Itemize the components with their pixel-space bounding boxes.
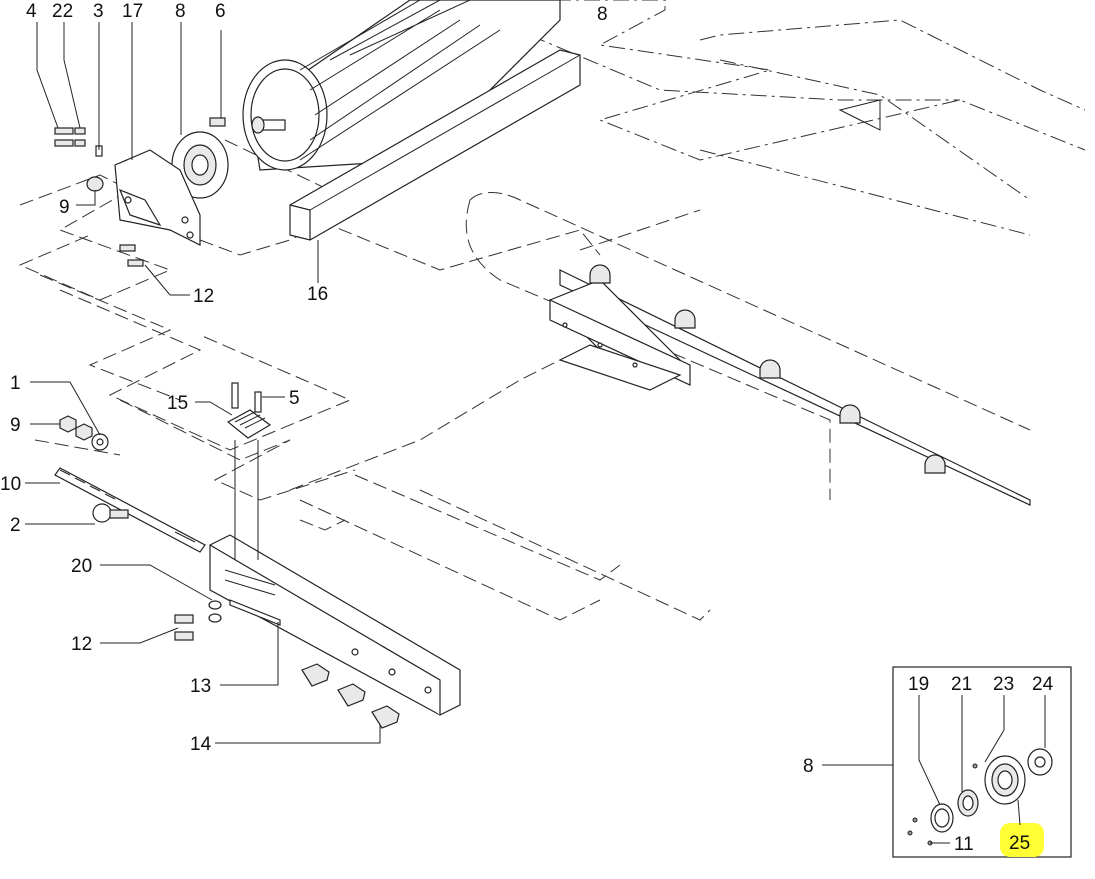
callout-5: 5 bbox=[289, 388, 300, 409]
cross-bar bbox=[289, 49, 581, 241]
bolts-lower bbox=[174, 600, 400, 729]
callout-labels: 4 22 3 17 8 6 8 9 12 16 1 9 10 2 15 5 20… bbox=[0, 1, 1054, 855]
conveyor-drum bbox=[242, 0, 561, 171]
callout-19: 19 bbox=[908, 674, 929, 695]
bearing-detail-inset bbox=[892, 666, 1072, 858]
callout-11: 11 bbox=[954, 834, 974, 855]
bearing-flange bbox=[171, 131, 229, 199]
tension-rod bbox=[54, 467, 206, 553]
callout-13: 13 bbox=[190, 676, 211, 697]
callout-15: 15 bbox=[167, 393, 188, 414]
bolts-top-left bbox=[54, 117, 226, 267]
callout-8-drum: 8 bbox=[597, 4, 608, 25]
callout-9-top: 9 bbox=[59, 197, 70, 218]
callout-16: 16 bbox=[307, 284, 328, 305]
callout-24: 24 bbox=[1032, 674, 1054, 695]
callout-6: 6 bbox=[215, 1, 226, 22]
callout-21: 21 bbox=[951, 674, 972, 695]
callout-17: 17 bbox=[122, 1, 143, 22]
callout-3: 3 bbox=[93, 1, 104, 22]
slide-rail bbox=[209, 534, 461, 716]
callout-4: 4 bbox=[26, 1, 37, 22]
leader-lines bbox=[25, 22, 1046, 844]
callout-20: 20 bbox=[71, 556, 92, 577]
mounting-bracket bbox=[114, 149, 201, 246]
callout-12-top: 12 bbox=[193, 286, 214, 307]
callout-9-lower: 9 bbox=[10, 415, 21, 436]
callout-1: 1 bbox=[10, 373, 21, 394]
nuts-and-washer bbox=[59, 415, 109, 451]
callout-2: 2 bbox=[10, 515, 21, 536]
callout-22: 22 bbox=[52, 1, 73, 22]
callout-12-lower: 12 bbox=[71, 634, 92, 655]
callout-8-top: 8 bbox=[175, 1, 186, 22]
callout-8-inset: 8 bbox=[803, 756, 814, 777]
callout-14: 14 bbox=[190, 734, 212, 755]
callout-25-highlight bbox=[1000, 823, 1044, 857]
plate-part-15 bbox=[226, 382, 272, 560]
callout-10: 10 bbox=[0, 474, 21, 495]
callout-23: 23 bbox=[993, 674, 1014, 695]
belt-frame bbox=[465, 99, 1031, 506]
callout-25: 25 bbox=[1009, 833, 1030, 854]
